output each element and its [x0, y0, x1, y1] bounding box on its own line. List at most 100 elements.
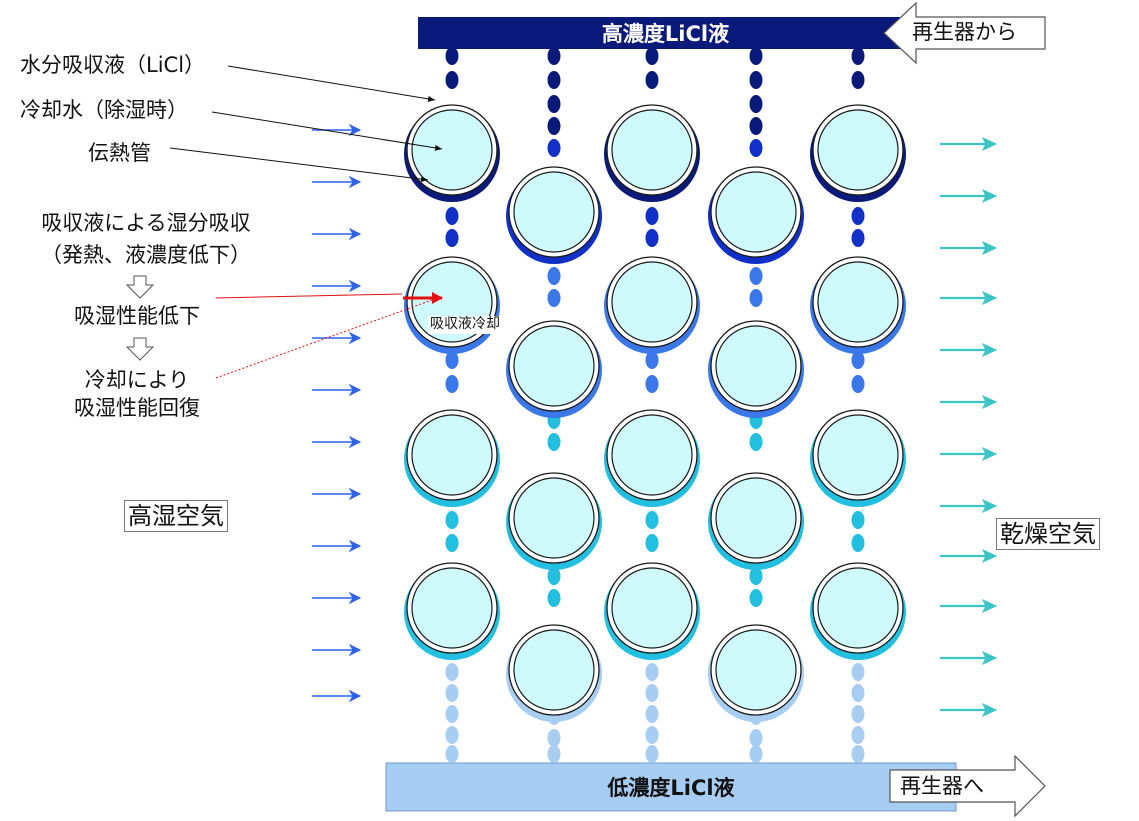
- humid-air-arrow: [312, 383, 362, 397]
- heat-transfer-tube: [708, 320, 804, 418]
- liquid-droplet: [445, 47, 459, 65]
- cooling-label: 吸収液冷却: [428, 316, 502, 334]
- dry-air-arrow: [940, 240, 998, 256]
- liquid-droplet: [851, 705, 865, 723]
- humid-air-arrow: [312, 175, 362, 189]
- red-connector-line: [215, 293, 403, 299]
- liquid-droplet: [749, 433, 763, 451]
- heat-transfer-tube: [404, 256, 500, 354]
- explanation-line5: 吸湿性能回復: [74, 396, 200, 420]
- heat-transfer-tube: [506, 166, 602, 264]
- humid-air-arrow: [312, 643, 362, 657]
- callout-heat-tube: 伝熱管: [88, 141, 151, 165]
- liquid-droplet: [445, 684, 459, 702]
- liquid-droplet: [645, 511, 659, 529]
- liquid-droplet: [645, 745, 659, 763]
- humid-air-arrow: [312, 591, 362, 605]
- heat-transfer-tube: [506, 320, 602, 418]
- liquid-droplet: [851, 229, 865, 247]
- heat-transfer-tube: [404, 562, 500, 660]
- down-arrow-1: [125, 275, 155, 299]
- dry-air-arrow: [940, 598, 998, 614]
- dry-air-arrow: [940, 136, 998, 152]
- heat-transfer-tube: [604, 256, 700, 354]
- callout-absorbent: 水分吸収液（LiCl）: [20, 53, 206, 77]
- humid-air-arrow: [312, 689, 362, 703]
- liquid-droplet: [749, 71, 763, 89]
- liquid-droplet: [645, 375, 659, 393]
- liquid-droplet: [645, 663, 659, 681]
- leader-cooling-water: [211, 111, 443, 151]
- callout-cooling-water: 冷却水（除湿時）: [20, 98, 188, 122]
- liquid-droplet: [547, 567, 561, 585]
- explanation-line3: 吸湿性能低下: [74, 304, 200, 328]
- dry-air-arrow: [940, 548, 998, 564]
- humid-air-arrow: [312, 539, 362, 553]
- heat-transfer-tube: [506, 472, 602, 570]
- liquid-droplet: [547, 139, 561, 157]
- dry-air-arrow: [940, 394, 998, 410]
- heat-transfer-tube: [708, 166, 804, 264]
- liquid-droplet: [445, 71, 459, 89]
- humid-air-label: 高湿空気: [124, 500, 228, 532]
- humid-air-arrow: [312, 487, 362, 501]
- liquid-droplet: [547, 745, 561, 763]
- liquid-droplet: [445, 207, 459, 225]
- dry-air-arrow: [940, 188, 998, 204]
- bottom-liquid-bar: [385, 762, 957, 812]
- dry-air-arrow: [940, 342, 998, 358]
- dry-air-arrow: [940, 650, 998, 666]
- liquid-droplet: [547, 47, 561, 65]
- leader-heat-tube: [169, 147, 429, 183]
- liquid-droplet: [749, 95, 763, 113]
- liquid-droplet: [445, 534, 459, 552]
- from-regenerator-arrow: [883, 1, 1046, 65]
- bottom-bar-label: 低濃度LiCl液: [607, 776, 735, 800]
- humid-air-arrow: [312, 123, 362, 137]
- liquid-droplet: [749, 567, 763, 585]
- dry-air-label: 乾燥空気: [996, 518, 1100, 550]
- red-dotted-leader: [215, 299, 433, 379]
- heat-transfer-tube: [810, 409, 906, 507]
- liquid-droplet: [749, 289, 763, 307]
- heat-transfer-tube: [708, 624, 804, 722]
- explanation-line4: 冷却により: [84, 368, 190, 392]
- liquid-droplet: [749, 139, 763, 157]
- humid-air-arrow: [312, 331, 362, 345]
- liquid-droplet: [547, 71, 561, 89]
- liquid-droplet: [645, 534, 659, 552]
- liquid-droplet: [851, 207, 865, 225]
- liquid-droplet: [445, 229, 459, 247]
- top-bar-label: 高濃度LiCl液: [601, 22, 730, 46]
- liquid-droplet: [547, 267, 561, 285]
- liquid-droplet: [445, 511, 459, 529]
- heat-transfer-tube: [604, 409, 700, 507]
- explanation-line1: 吸収液による湿分吸収: [41, 211, 251, 235]
- liquid-droplet: [445, 745, 459, 763]
- liquid-droplet: [547, 589, 561, 607]
- liquid-droplet: [547, 729, 561, 747]
- liquid-droplet: [749, 47, 763, 65]
- liquid-droplet: [851, 375, 865, 393]
- down-arrow-2: [125, 337, 155, 361]
- liquid-droplet: [445, 726, 459, 744]
- liquid-droplet: [645, 71, 659, 89]
- to-regenerator-arrow: [889, 754, 1046, 818]
- liquid-droplet: [547, 289, 561, 307]
- heat-transfer-tube: [404, 409, 500, 507]
- liquid-droplet: [645, 705, 659, 723]
- humid-air-arrow: [312, 227, 362, 241]
- to-regenerator-label: 再生器へ: [900, 774, 984, 798]
- heat-transfer-tube: [506, 624, 602, 722]
- heat-transfer-tube: [810, 562, 906, 660]
- top-liquid-bar: [418, 17, 913, 49]
- from-regenerator-label: 再生器から: [912, 20, 1017, 44]
- liquid-droplet: [749, 589, 763, 607]
- liquid-droplet: [851, 47, 865, 65]
- leader-absorbent: [227, 65, 436, 102]
- liquid-droplet: [645, 351, 659, 369]
- heat-transfer-tube: [810, 104, 906, 202]
- liquid-droplet: [851, 351, 865, 369]
- heat-transfer-tube: [604, 104, 700, 202]
- liquid-droplet: [645, 726, 659, 744]
